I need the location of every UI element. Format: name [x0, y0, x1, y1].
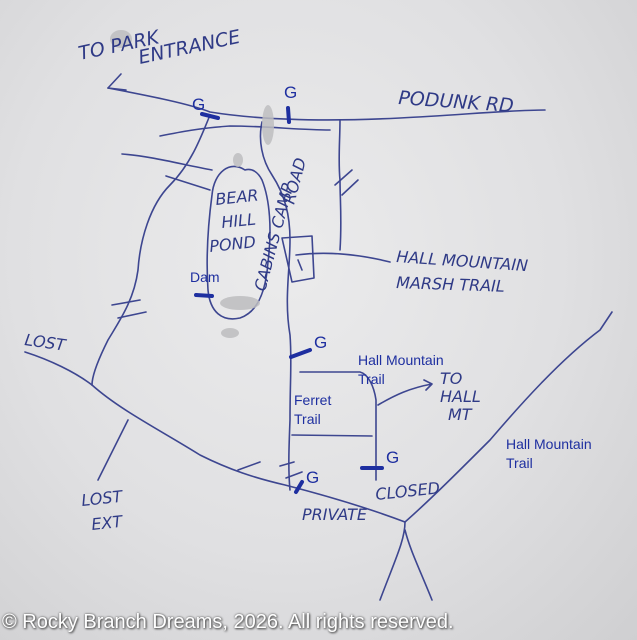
gate-markers	[194, 106, 384, 494]
road-branch	[165, 175, 211, 191]
lost-ext	[97, 419, 129, 481]
hall-mountain-marsh-label-2: MARSH TRAIL	[396, 273, 505, 296]
dam-marker	[194, 293, 214, 298]
to-hall-mt-label-1: TO	[440, 369, 462, 388]
road-branch	[121, 153, 213, 171]
east-branch	[338, 119, 342, 251]
gate-label: G	[306, 468, 319, 487]
hall-mountain-trail-box	[299, 371, 377, 481]
cabins-block-line	[297, 259, 303, 271]
closed-label: CLOSED	[374, 478, 440, 504]
road-branch	[159, 125, 331, 137]
hall-mountain-trail-label-2b: Trail	[506, 455, 533, 471]
gate-label: G	[314, 333, 327, 352]
lost-trail	[24, 351, 93, 386]
arrow-to-entrance	[107, 73, 127, 91]
west-trail	[91, 114, 211, 386]
marsh-trail	[295, 252, 391, 263]
gate-label: G	[386, 448, 399, 467]
pond-label: POND	[208, 232, 256, 256]
ferret-trail-label-b: Trail	[294, 411, 321, 427]
lower-hash	[237, 461, 303, 479]
hall-mountain-trail-label-1a: Hall Mountain	[358, 352, 444, 368]
lost-ext-label-1: LOST	[80, 487, 124, 510]
gate-label: G	[192, 95, 205, 114]
ferret-trail-label-a: Ferret	[294, 392, 331, 408]
hall-mountain-trail-label-2a: Hall Mountain	[506, 436, 592, 452]
bear-hill-pond	[206, 165, 271, 320]
hall-mountain-arrow	[377, 379, 433, 406]
road-label: ROAD	[280, 156, 311, 206]
bear-label: BEAR	[214, 186, 259, 209]
to-hall-mt-label-2: HALL	[440, 387, 481, 406]
private-label: PRIVATE	[302, 505, 368, 524]
west-trail-hash	[111, 299, 147, 319]
podunk-road	[107, 87, 546, 121]
podunk-rd-label: PODUNK RD	[398, 87, 515, 117]
cabins-block	[281, 235, 315, 283]
ferret-trail	[291, 434, 373, 437]
gate-marker	[289, 348, 312, 359]
south-branch	[379, 521, 433, 601]
gate-marker	[294, 480, 304, 494]
gate-label: G	[284, 83, 297, 102]
gate-marker	[200, 112, 220, 120]
dam-label: Dam	[190, 269, 220, 285]
lost-ext-label-2: EXT	[90, 512, 124, 534]
to-hall-mt-label-3: MT	[448, 405, 473, 424]
lower-road	[91, 384, 406, 523]
cabins-camp-road	[259, 121, 292, 491]
lost-label: LOST	[23, 330, 67, 355]
hall-mountain-marsh-label-1: HALL MOUNTAIN	[396, 247, 529, 275]
erasure-marks	[110, 30, 274, 338]
gate-marker	[286, 106, 291, 124]
hall-mountain-east	[404, 311, 613, 523]
hill-label: HILL	[220, 209, 256, 232]
copyright-notice: © Rocky Branch Dreams, 2026. All rights …	[2, 611, 454, 633]
hall-mountain-trail-label-1b: Trail	[358, 371, 385, 387]
east-hash	[334, 169, 359, 196]
